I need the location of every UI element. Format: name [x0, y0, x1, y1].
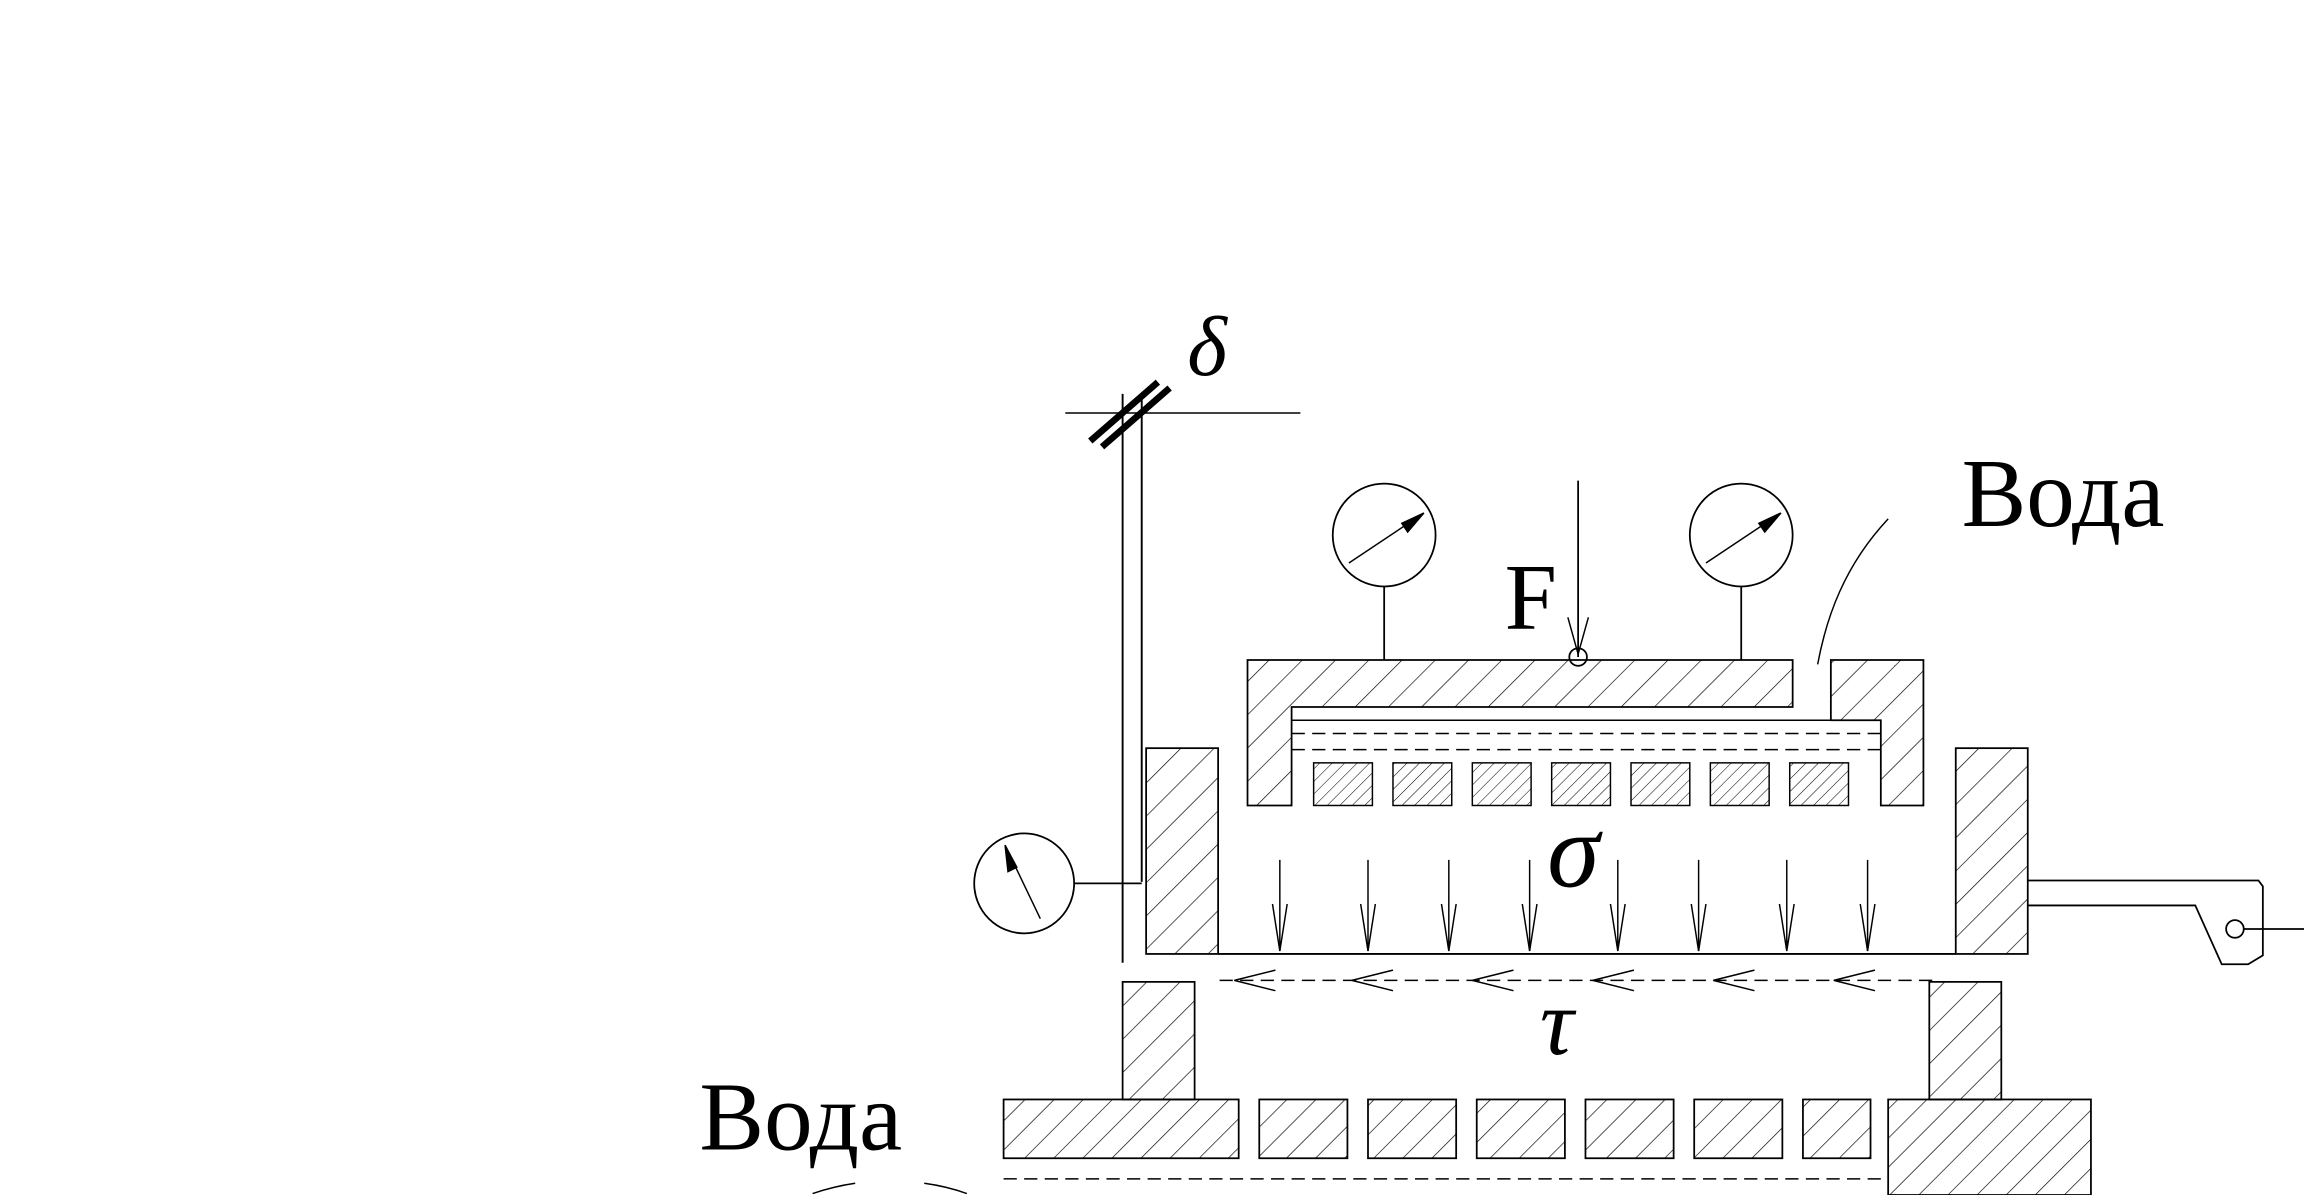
shear-stress-arrows — [1219, 969, 1933, 992]
displacement-indicator — [1065, 379, 1301, 963]
left-gauge-needle-icon — [1004, 844, 1041, 919]
left-dial-gauge — [973, 832, 1142, 935]
base-plate — [1002, 1098, 2092, 1195]
shear-lever — [2027, 879, 2304, 966]
top-left-dial-gauge — [1331, 482, 1437, 660]
top-left-gauge-needle-icon — [1348, 512, 1425, 564]
upper-shear-box — [1145, 747, 2029, 955]
tau-label: τ — [1540, 971, 1577, 1075]
load-piston — [1246, 659, 1925, 807]
normal-stress-arrows — [1271, 859, 1876, 952]
water-label-bottom: Вода — [699, 1063, 902, 1170]
top-right-gauge-needle-icon — [1705, 512, 1782, 564]
sigma-label: σ — [1547, 792, 1603, 909]
water-label-top: Вода — [1962, 440, 2165, 547]
force-label: F — [1505, 546, 1557, 650]
upper-porous-stone — [1291, 719, 1881, 751]
upper-drainage-plates — [1312, 762, 1850, 807]
delta-label: δ — [1187, 300, 1228, 394]
force-arrow — [1567, 480, 1590, 667]
water-outlet-curve-top — [1816, 518, 1889, 665]
water-outlet-marks-bottom — [812, 1182, 968, 1195]
top-right-dial-gauge — [1688, 482, 1794, 660]
